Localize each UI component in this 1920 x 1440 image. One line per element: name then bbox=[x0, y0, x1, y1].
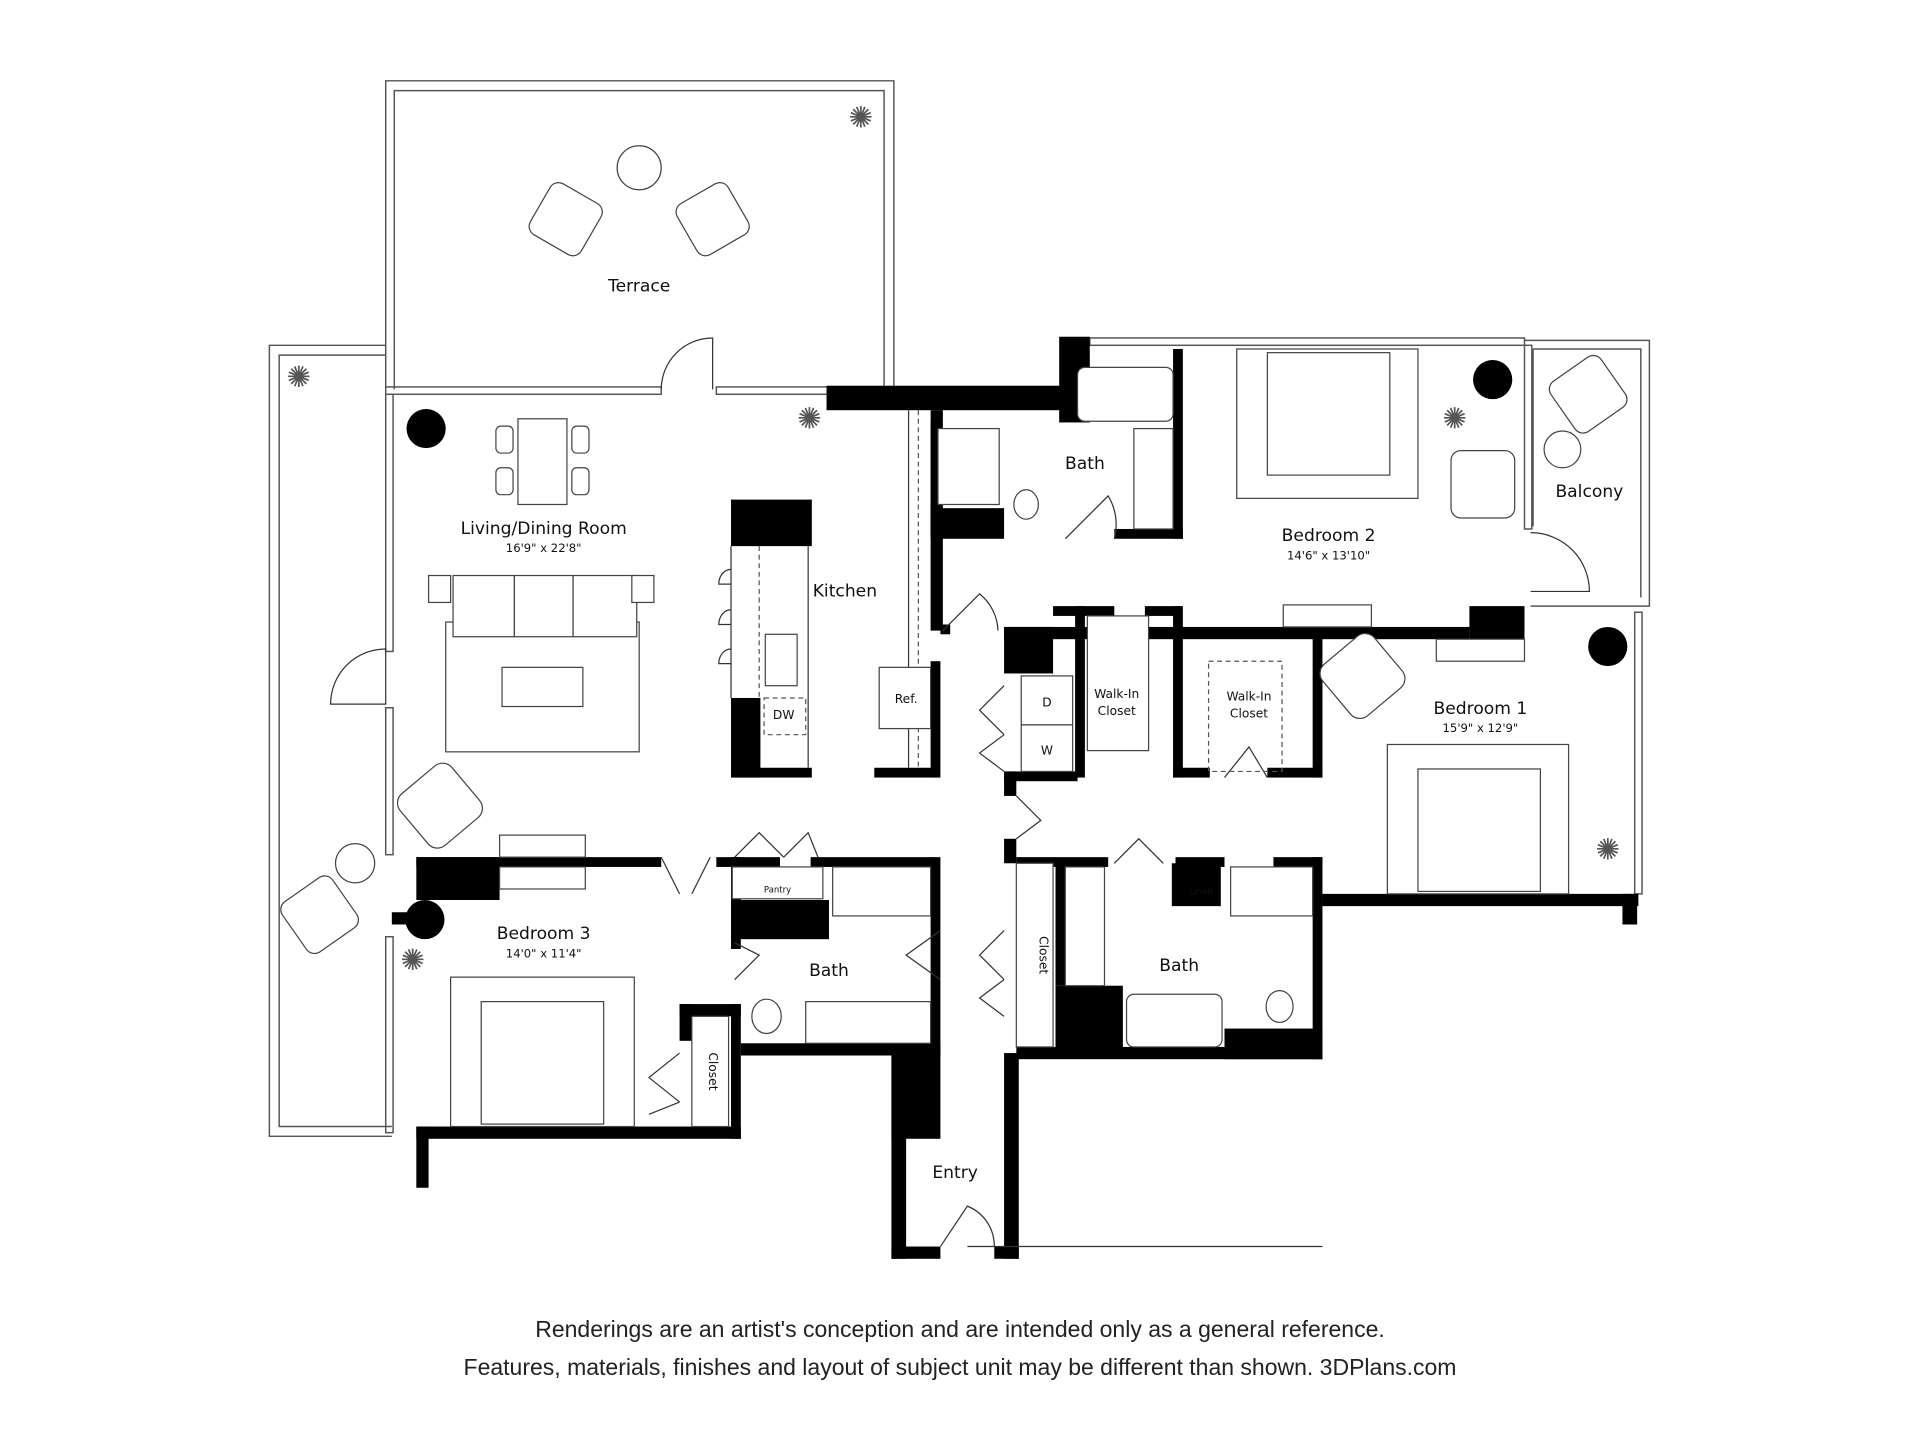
pantry-label: Pantry bbox=[764, 886, 791, 896]
plant-icon: ✺ bbox=[1595, 833, 1620, 867]
room-size-bedroom3: 14'0" x 11'4" bbox=[506, 947, 582, 961]
closet-hall-label: Closet bbox=[1037, 936, 1051, 974]
room-label-bath-right: Bath bbox=[1159, 956, 1199, 976]
terrace-outline bbox=[268, 80, 895, 1138]
disclaimer-line-2: Features, materials, finishes and layout… bbox=[463, 1354, 1457, 1380]
plant-icon: ✺ bbox=[1442, 402, 1467, 436]
doors bbox=[329, 337, 1591, 1248]
room-label-bedroom1: Bedroom 1 bbox=[1434, 699, 1528, 719]
room-label-bedroom2: Bedroom 2 bbox=[1282, 526, 1376, 546]
room-label-bath-top: Bath bbox=[1065, 454, 1105, 474]
plant-icon: ✺ bbox=[286, 360, 311, 394]
bedroom-furniture bbox=[450, 348, 1570, 1128]
plant-icon: ✺ bbox=[849, 100, 874, 134]
dishwasher-label: DW bbox=[773, 708, 795, 722]
dryer-label: D bbox=[1042, 696, 1051, 710]
room-label-terrace: Terrace bbox=[607, 276, 670, 296]
room-label-balcony: Balcony bbox=[1555, 482, 1623, 502]
room-label-bedroom3: Bedroom 3 bbox=[497, 924, 591, 944]
columns bbox=[406, 360, 1628, 667]
refrigerator-label: Ref. bbox=[895, 692, 918, 706]
living-furniture bbox=[396, 418, 655, 890]
room-size-bedroom2: 14'6" x 13'10" bbox=[1287, 549, 1370, 563]
room-label-entry: Entry bbox=[932, 1163, 978, 1183]
walkin-closet1-label2: Closet bbox=[1098, 704, 1136, 718]
walkin-closet2-label2: Closet bbox=[1230, 707, 1268, 721]
walkin-closet1-label: Walk-In bbox=[1094, 687, 1139, 701]
bath-fixtures bbox=[691, 366, 1314, 1128]
plant-icons: ✺ ✺ ✺ ✺ ✺ ✺ bbox=[286, 100, 1620, 976]
room-label-kitchen: Kitchen bbox=[813, 581, 877, 601]
linen-label: Linen bbox=[1190, 887, 1213, 897]
closet-bedroom3-label: Closet bbox=[706, 1052, 720, 1090]
room-label-bath-left: Bath bbox=[809, 961, 849, 981]
plant-icon: ✺ bbox=[400, 943, 425, 977]
kitchen-fixtures bbox=[718, 410, 932, 768]
disclaimer-line-1: Renderings are an artist's conception an… bbox=[535, 1316, 1385, 1342]
washer-label: W bbox=[1041, 743, 1053, 757]
terrace-furniture bbox=[280, 145, 1628, 955]
room-size-living: 16'9" x 22'8" bbox=[506, 541, 582, 555]
plant-icon: ✺ bbox=[797, 402, 822, 436]
walkin-closet2-label: Walk-In bbox=[1226, 689, 1271, 703]
balcony-outline bbox=[1524, 339, 1651, 607]
room-size-bedroom1: 15'9" x 12'9" bbox=[1443, 721, 1519, 735]
room-label-living: Living/Dining Room bbox=[461, 519, 627, 539]
